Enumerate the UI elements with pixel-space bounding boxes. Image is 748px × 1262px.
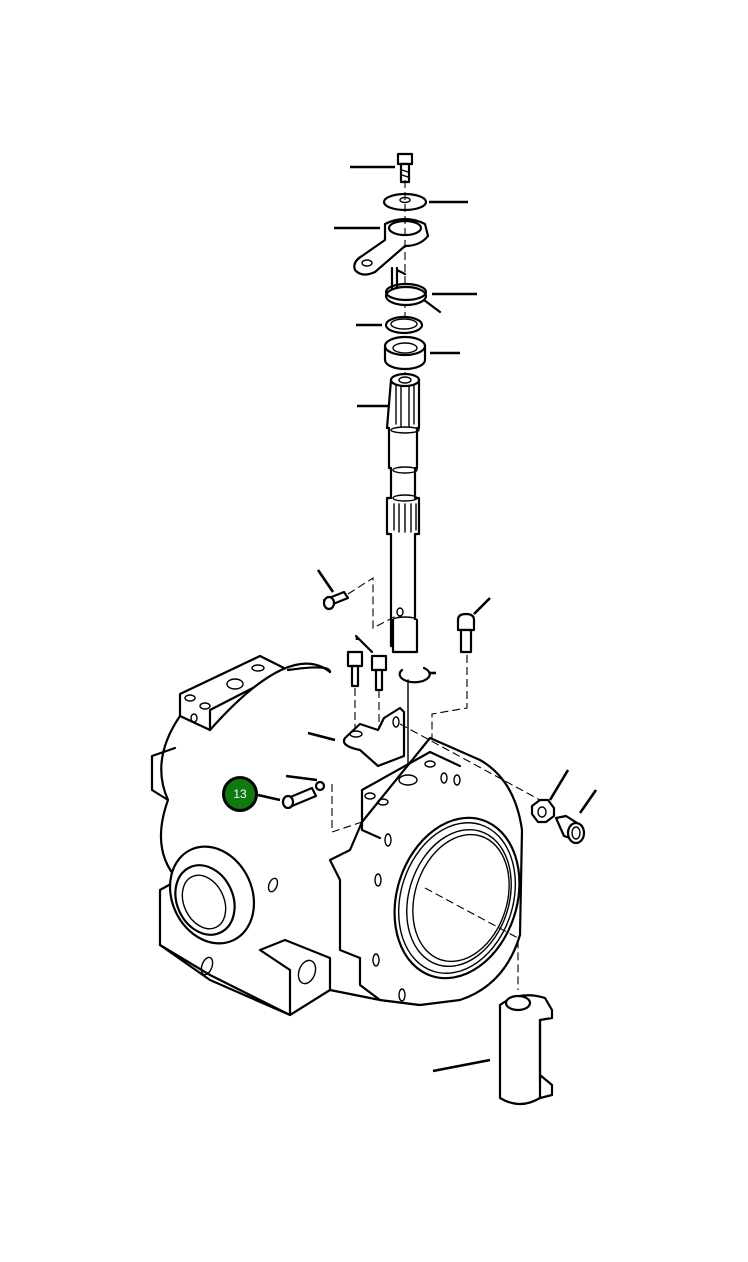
bracket-part: [307, 706, 406, 768]
breather-fitting-part: [431, 597, 491, 746]
steering-arm-part: [334, 217, 430, 276]
lower-snap-ring-part: [398, 666, 436, 771]
snap-ring-part: [356, 315, 424, 335]
callout-badge-13[interactable]: 13: [222, 776, 258, 812]
top-bolt-part: [350, 152, 414, 184]
bolt-pair-part: [346, 634, 388, 735]
spring-part: [384, 266, 477, 314]
housing-bolt-part: [257, 774, 363, 833]
bearing-part: [383, 335, 460, 371]
axle-housing-part: [150, 654, 541, 1017]
pin-sleeve-part: [432, 994, 554, 1106]
washer-part: [382, 192, 468, 212]
splined-shaft-part: [357, 372, 421, 654]
nut-part: [530, 769, 570, 824]
plug-part: [554, 789, 598, 845]
small-screw-part: [316, 569, 399, 629]
